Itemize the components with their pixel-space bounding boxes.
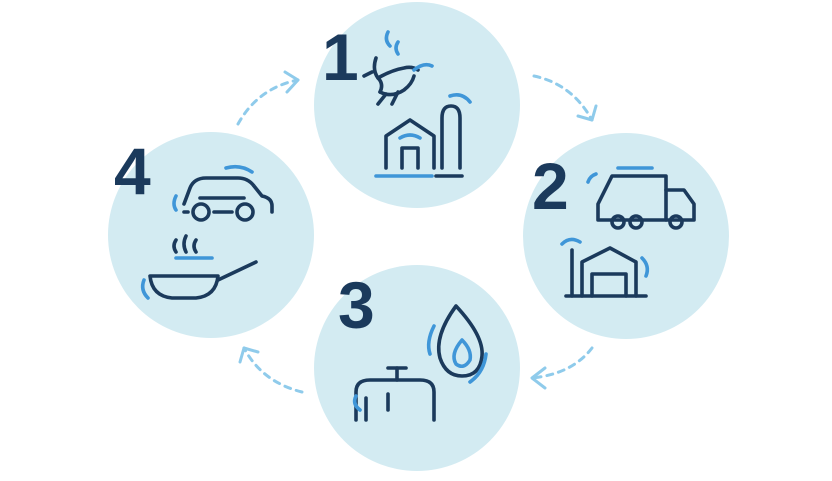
step-3: 3 xyxy=(314,265,520,471)
cow-icon xyxy=(362,30,434,106)
step-1-circle xyxy=(314,2,520,208)
frying-pan-icon xyxy=(140,234,258,300)
step-4-number: 4 xyxy=(114,134,151,208)
car-icon xyxy=(172,164,274,222)
barn-silo-icon xyxy=(374,93,472,178)
arrow-step2-to-step3 xyxy=(530,346,594,390)
cycle-arrows xyxy=(236,70,598,394)
step-2: 2 xyxy=(523,133,729,339)
step-2-number: 2 xyxy=(532,149,569,223)
step-4: 4 xyxy=(108,132,314,338)
step-1: 1 xyxy=(314,2,520,208)
step-2-circle xyxy=(523,133,729,339)
arrow-step1-to-step2 xyxy=(532,74,598,122)
arrow-step3-to-step4 xyxy=(238,346,304,394)
gas-pipe-icon xyxy=(352,366,436,422)
arrow-step4-to-step1 xyxy=(236,70,300,126)
step-4-circle xyxy=(108,132,314,338)
biogas-digester-icon xyxy=(560,237,650,298)
step-3-number: 3 xyxy=(338,268,375,342)
gas-flame-icon xyxy=(426,304,488,384)
step-1-number: 1 xyxy=(322,20,359,94)
truck-icon xyxy=(586,166,696,230)
